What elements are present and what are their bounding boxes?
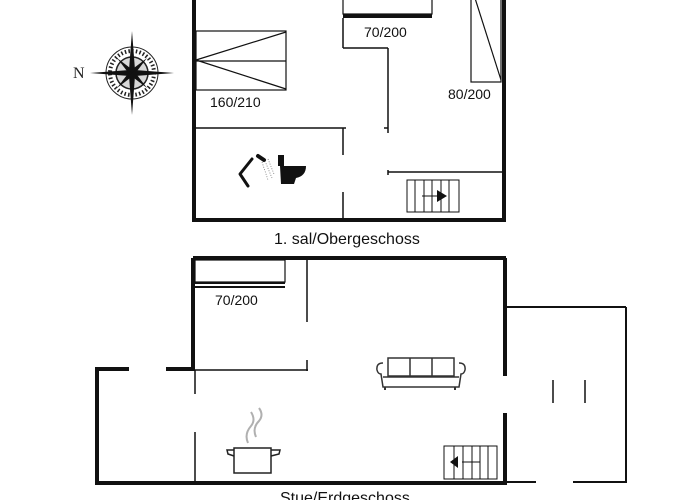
upper-floor-plan: 160/210 70/200 80/200 xyxy=(192,0,506,248)
floor-title: 1. sal/Obergeschoss xyxy=(274,231,420,248)
compass-rose-icon xyxy=(90,31,174,115)
sofa-icon xyxy=(376,357,466,390)
annex-room xyxy=(505,306,627,483)
toilet-icon xyxy=(278,155,306,184)
compass-north-label: N xyxy=(73,65,85,82)
bed-size-label: 70/200 xyxy=(215,292,258,308)
shower-icon xyxy=(238,154,275,188)
bed-size-label: 80/200 xyxy=(448,86,491,102)
floor-title: Stue/Erdgeschoss xyxy=(280,490,410,500)
stairs-icon xyxy=(406,179,460,213)
single-bed-icon xyxy=(194,259,286,288)
single-bed-icon xyxy=(470,0,502,83)
double-bed-icon xyxy=(195,30,287,91)
cooking-pot-icon xyxy=(226,407,281,474)
stairs-icon xyxy=(443,445,498,480)
single-bed-icon xyxy=(342,0,433,48)
bed-size-label: 70/200 xyxy=(364,24,407,40)
bed-size-label: 160/210 xyxy=(210,94,261,110)
ground-floor-plan: 70/200 xyxy=(95,256,627,500)
